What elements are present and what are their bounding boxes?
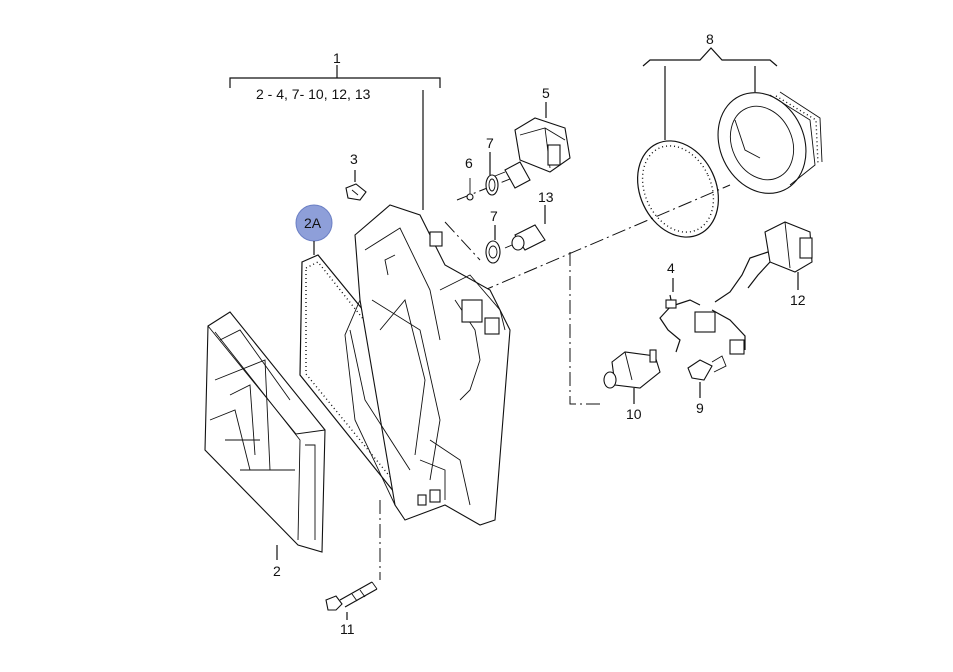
- mounting-bolt: [325, 581, 378, 611]
- part-4-number: 4: [667, 260, 675, 276]
- adjuster-pin: [466, 178, 474, 201]
- part-2A-label: 2A: [304, 215, 322, 231]
- headlight-range-motor: [489, 117, 571, 189]
- part-9-number: 9: [696, 400, 704, 416]
- wiring-harness: [674, 221, 813, 355]
- main-bulb: [603, 349, 661, 389]
- part-3-number: 3: [350, 151, 358, 167]
- group-8-bracket: [642, 47, 778, 140]
- retaining-clip: [345, 183, 367, 201]
- part-7-number-upper: 7: [486, 135, 494, 151]
- group-1-range: 2 - 4, 7- 10, 12, 13: [256, 86, 371, 102]
- rear-cover-cap: [717, 91, 823, 194]
- parking-bulb: [687, 355, 727, 381]
- rear-cover-gasket: [636, 140, 720, 238]
- group-1-number: 1: [333, 50, 341, 66]
- spring-clip: [659, 294, 681, 353]
- part-11-number: 11: [340, 621, 355, 637]
- part-10-number: 10: [626, 406, 642, 422]
- bulb-13: [504, 224, 546, 251]
- headlight-lens: [204, 311, 326, 553]
- part-7-number-lower: 7: [490, 208, 498, 224]
- part-5-number: 5: [542, 85, 550, 101]
- part-2-number: 2: [273, 563, 281, 579]
- headlight-housing: [344, 204, 511, 526]
- part-13-number: 13: [538, 189, 554, 205]
- group-8-number: 8: [706, 31, 714, 47]
- part-6-number: 6: [465, 155, 473, 171]
- part-12-number: 12: [790, 292, 806, 308]
- seal-ring-upper: [485, 174, 499, 196]
- seal-ring-lower: [485, 240, 501, 264]
- group-1-bracket: [229, 65, 441, 210]
